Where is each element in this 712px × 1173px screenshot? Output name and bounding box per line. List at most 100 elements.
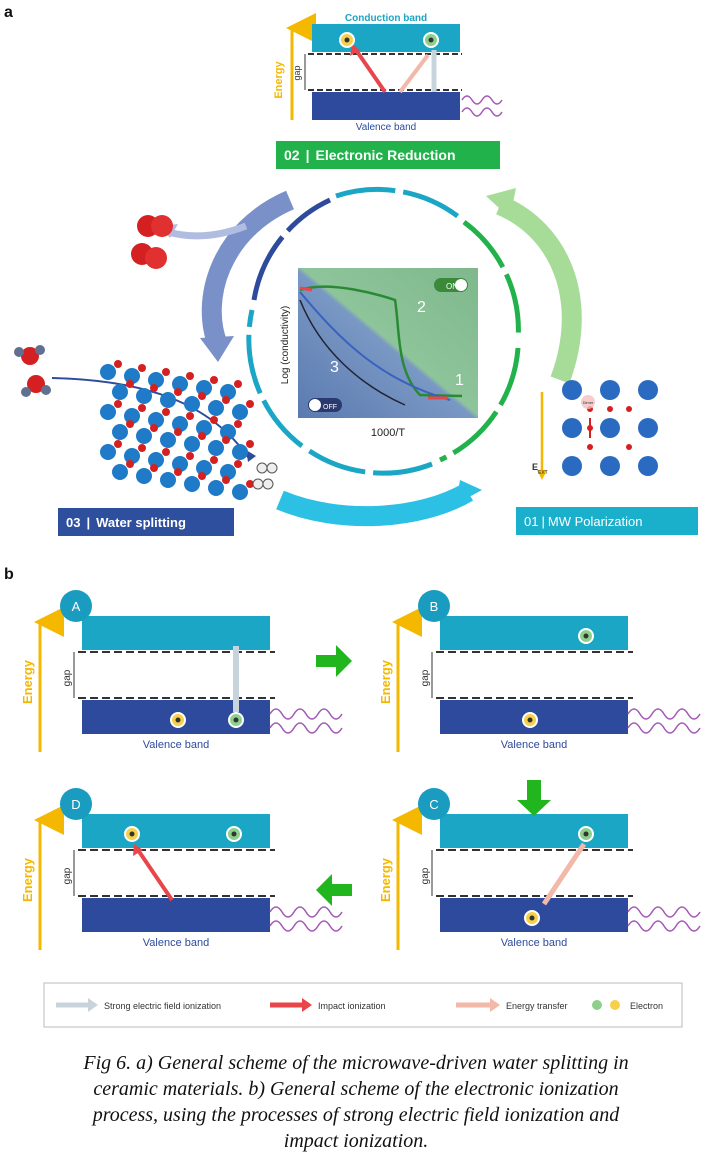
stage-03-number: 03 <box>66 514 81 530</box>
cation-atom <box>124 448 140 464</box>
legend-box <box>43 982 683 1028</box>
cation-atom <box>208 440 224 456</box>
stage-01-box: 01 | MW Polarization <box>516 507 698 535</box>
oxygen-atom <box>126 420 134 428</box>
inset-marker-2: 2 <box>417 299 426 316</box>
panel-a-diagram: Conduction band Valence band Energy gap … <box>14 13 658 527</box>
caption-line: Fig 6. a) General scheme of the microwav… <box>83 1052 629 1074</box>
cation-atom <box>148 452 164 468</box>
conductivity-inset <box>298 268 478 418</box>
oxygen-atom <box>114 400 122 408</box>
cation-atom <box>172 416 188 432</box>
oxygen-atom <box>162 448 170 456</box>
oxygen-atom <box>174 468 182 476</box>
cation-atom <box>148 372 164 388</box>
inset-ylabel: Log (conductivity) <box>280 306 291 384</box>
cycle-arrow-left-icon <box>201 190 295 349</box>
oxygen-atom <box>138 444 146 452</box>
oxygen-atom <box>246 480 254 488</box>
caption-line: process, using the processes of strong e… <box>92 1104 620 1126</box>
oxygen-atom <box>234 380 242 388</box>
valence-band-label: Valence band <box>143 937 209 949</box>
cooling-curve <box>299 291 451 401</box>
cation-atom <box>220 464 236 480</box>
step-badge <box>60 590 92 622</box>
energy-label: Energy <box>378 857 393 902</box>
valence-band-label: Valence band <box>143 739 209 751</box>
oxygen-molecule-icon <box>131 215 173 269</box>
step-arrow-right-icon <box>316 645 352 677</box>
cation-atom <box>136 388 152 404</box>
field-subscript: EXT <box>538 470 548 476</box>
stage-02-number: 02 <box>284 147 300 163</box>
oxygen-atom <box>138 364 146 372</box>
cation-atom <box>148 412 164 428</box>
valence-band-label: Valence band <box>501 739 567 751</box>
oxygen-atom <box>222 436 230 444</box>
gap-label: gap <box>62 669 73 686</box>
cation-atom <box>136 428 152 444</box>
heating-curve <box>299 285 463 398</box>
oxygen-atom <box>186 372 194 380</box>
microwave-wave-icon <box>627 906 701 918</box>
conduction-band-bar <box>440 814 628 848</box>
oxygen-atom <box>114 360 122 368</box>
cation-atom <box>124 408 140 424</box>
cation-atom <box>184 396 200 412</box>
cation-atom <box>112 424 128 440</box>
figure-caption: Fig 6. a) General scheme of the microwav… <box>14 1050 698 1154</box>
oxygen-atom <box>150 384 158 392</box>
inset-marker-3: 3 <box>330 359 339 376</box>
step-badge <box>60 788 92 820</box>
oxygen-atom <box>246 400 254 408</box>
inset-xlabel: 1000/T <box>371 427 406 439</box>
oxygen-atom <box>186 452 194 460</box>
oxygen-atom <box>198 472 206 480</box>
legend-impact-label: Impact ionization <box>318 1001 386 1011</box>
valence-band-bar <box>82 898 270 932</box>
crystal-lattice-icon <box>100 360 254 500</box>
oxygen-atom <box>222 396 230 404</box>
hydrogen-molecule-icon <box>252 462 278 490</box>
cation-atom <box>196 380 212 396</box>
stage-01-number: 01 <box>524 513 539 529</box>
cation-atom <box>232 484 248 500</box>
stage-03-label: Water splitting <box>96 514 186 530</box>
cation-atom <box>124 368 140 384</box>
impact-arrow-icon <box>136 848 174 902</box>
oxygen-atom <box>150 464 158 472</box>
conduction-band-bar <box>440 616 628 650</box>
energy-label: Energy <box>20 659 35 704</box>
oxygen-atom <box>210 376 218 384</box>
electron-core <box>529 915 535 921</box>
cycle-arrow-right-icon <box>495 195 582 384</box>
oxygen-atom <box>174 388 182 396</box>
valence-band-bar <box>312 92 460 120</box>
stage-03-box: 03 | Water splitting <box>58 508 234 536</box>
gap-label: gap <box>420 867 431 884</box>
oxygen-atom <box>234 420 242 428</box>
energy-label: Energy <box>20 857 35 902</box>
stage-02-label: Electronic Reduction <box>315 147 456 163</box>
oxygen-atom <box>186 412 194 420</box>
cycle-arrow-bottom-icon <box>276 483 474 527</box>
off-label: OFF <box>323 404 337 411</box>
panel-a-label: a <box>4 4 13 21</box>
legend-electron-label: Electron <box>630 1001 663 1011</box>
gap-label: gap <box>292 65 302 80</box>
step-letter: C <box>429 797 438 812</box>
microwave-wave-icon <box>269 906 343 918</box>
inset-marker-1: 1 <box>455 372 464 389</box>
conduction-band-label: Conduction band <box>345 13 427 24</box>
cation-atom <box>100 404 116 420</box>
legend-electron-icon <box>608 998 622 1012</box>
valence-band-label: Valence band <box>501 937 567 949</box>
cation-atom <box>232 404 248 420</box>
cation-atom <box>220 384 236 400</box>
cation-atom <box>112 464 128 480</box>
stage-02-box: 02 | Electronic Reduction <box>276 141 500 169</box>
cation-atom <box>208 400 224 416</box>
microwave-wave-icon <box>627 708 701 720</box>
electron-core <box>583 831 589 837</box>
cation-atom <box>160 472 176 488</box>
